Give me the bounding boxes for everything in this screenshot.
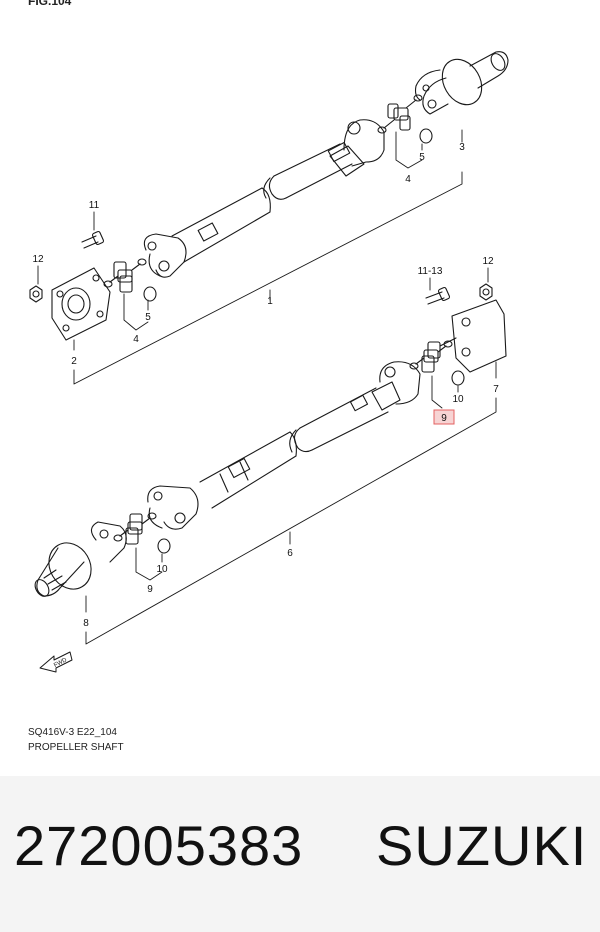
callout-labels: 1 2 3 4 4 5 5 6 7 8 9 9 10 10 11 11-13 1… — [32, 142, 499, 629]
callout-10-lower-right: 10 — [452, 394, 464, 405]
callout-6: 6 — [287, 548, 293, 559]
highlight-box-part-9 — [433, 409, 455, 425]
callout-5-upper-right: 5 — [419, 152, 425, 163]
callout-11: 11 — [89, 200, 100, 211]
callout-10-lower-left: 10 — [156, 564, 168, 575]
tube-yoke-upper-front — [143, 233, 187, 278]
sleeve-yoke-front — [34, 521, 127, 597]
product-info-band — [0, 776, 600, 932]
propeller-shaft-drawing: 1 2 3 4 4 5 5 6 7 8 9 9 10 10 11 11-13 1… — [29, 51, 509, 673]
nut-12-lower — [479, 283, 493, 301]
snap-ring-lower-left — [157, 538, 171, 554]
flange-yoke-lower-rear — [439, 299, 507, 373]
bolt-11-13-lower — [425, 286, 451, 305]
callout-8: 8 — [83, 618, 89, 629]
tube-yoke-lower-rear — [371, 361, 421, 411]
callout-12-upper: 12 — [32, 254, 44, 265]
snap-ring-lower-right — [451, 370, 465, 386]
figure-label: FIG.104 — [28, 0, 72, 8]
callout-5-upper-left: 5 — [145, 312, 151, 323]
universal-joint-spider-upper-right — [377, 94, 423, 134]
callout-2: 2 — [71, 356, 77, 367]
callout-11-13: 11-13 — [418, 266, 443, 277]
universal-joint-spider-lower-right — [409, 340, 453, 373]
part-number: 272005383 — [14, 814, 304, 877]
callout-1: 1 — [267, 296, 273, 307]
callout-4-upper-left: 4 — [133, 334, 139, 345]
snap-ring-upper-left — [143, 286, 157, 302]
shaft-tube-lower-front — [199, 431, 297, 509]
shaft-tube-upper-front — [171, 187, 271, 263]
callout-9-lower-left: 9 — [147, 584, 153, 595]
callout-12-lower: 12 — [482, 256, 494, 267]
callout-4-upper-right: 4 — [405, 174, 411, 185]
callout-9-lower-right: 9 — [441, 413, 447, 424]
universal-joint-spider-lower-left — [113, 512, 157, 545]
shaft-tube-lower-rear — [293, 387, 389, 453]
diagram-title: PROPELLER SHAFT — [28, 742, 124, 753]
parts-diagram: FIG.104 — [28, 0, 509, 753]
brand-name: SUZUKI — [376, 814, 588, 877]
snap-ring-upper-right — [419, 128, 433, 144]
tube-yoke-lower-front — [147, 485, 199, 530]
universal-joint-spider-upper-left — [103, 258, 147, 293]
diagram-code: SQ416V-3 E22_104 — [28, 727, 117, 738]
shaft-tube-upper-rear — [268, 141, 353, 200]
forward-arrow-icon — [39, 651, 73, 673]
bolt-11-upper — [81, 230, 105, 249]
callout-7: 7 — [493, 384, 499, 395]
callout-leaders — [37, 129, 497, 645]
companion-flange-front — [51, 267, 111, 341]
flange-yoke-rear — [414, 51, 509, 115]
slip-yoke-upper — [329, 119, 385, 177]
nut-12-upper — [29, 285, 43, 303]
callout-3: 3 — [459, 142, 465, 153]
